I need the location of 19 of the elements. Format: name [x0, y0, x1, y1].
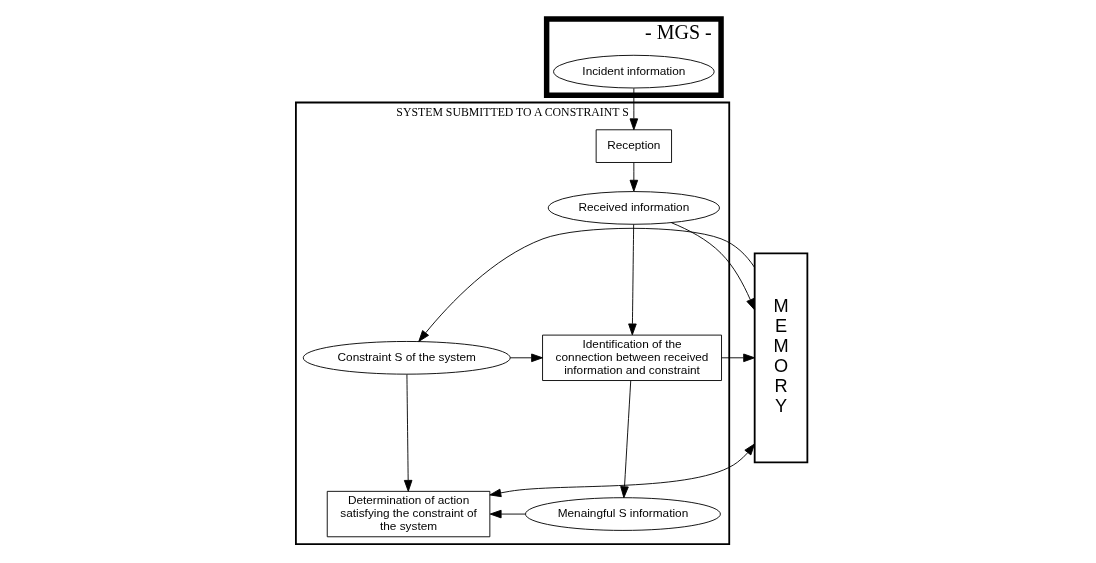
arrow	[629, 87, 639, 131]
node-ellipse: Incident information	[553, 54, 715, 89]
arrow	[629, 162, 639, 192]
node-ellipse: Received information	[547, 191, 720, 225]
arrow	[489, 509, 526, 519]
arrow	[620, 380, 632, 499]
node-box: Reception	[595, 129, 672, 163]
node-box: Identification of the connection between received information and constraint	[542, 334, 722, 381]
node-box: Determination of action satisfying the constraint of the system	[326, 490, 491, 538]
arrow	[670, 222, 756, 311]
arrow	[489, 443, 756, 498]
arrow	[509, 353, 543, 363]
arrow	[628, 223, 637, 336]
arrow	[418, 227, 755, 342]
node-ellipse: Menaingful S information	[525, 497, 721, 531]
arrow	[403, 373, 413, 492]
node-ellipse: Constraint S of the system	[302, 341, 511, 375]
node-box: M E M O R Y	[753, 252, 809, 464]
arrow	[721, 353, 756, 363]
